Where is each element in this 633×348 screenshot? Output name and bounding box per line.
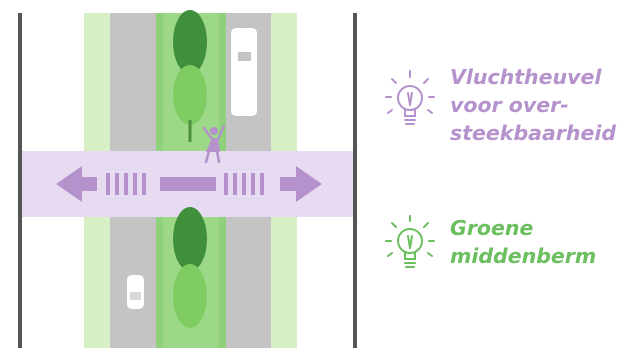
left-sidewalk-line bbox=[18, 13, 22, 348]
tip-label: Vluchtheuvel voor over- steekbaarheid bbox=[450, 65, 617, 145]
lightbulb-icon bbox=[385, 70, 435, 125]
right-sidewalk-line bbox=[353, 13, 357, 348]
crossing-arrow bbox=[56, 166, 322, 202]
tip-label: Groene middenberm bbox=[450, 216, 597, 268]
tip-refuge-island: Vluchtheuvel voor over- steekbaarheid bbox=[380, 63, 616, 147]
lightbulb-icon bbox=[385, 215, 435, 268]
tree-icon bbox=[173, 10, 207, 142]
tip-green-median: Groene middenberm bbox=[380, 214, 596, 278]
street-diagram bbox=[18, 10, 357, 348]
car-icon bbox=[127, 275, 144, 309]
tree-icon bbox=[173, 207, 207, 328]
bus-icon bbox=[231, 28, 257, 116]
zebra-crossing-left bbox=[106, 173, 146, 195]
pedestrian-icon bbox=[202, 124, 226, 164]
zebra-crossing-right bbox=[224, 173, 264, 195]
